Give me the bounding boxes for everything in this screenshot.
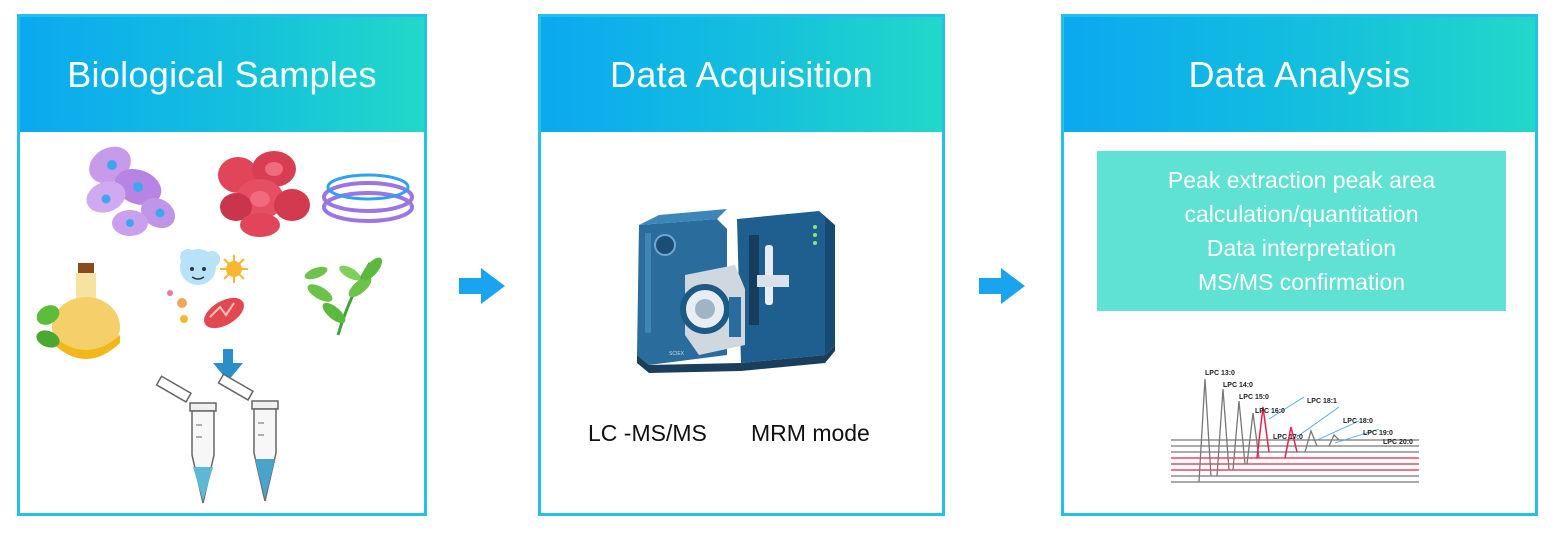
panel-title: Data Acquisition	[610, 53, 873, 95]
peak-label: LPC 13:0	[1205, 370, 1235, 377]
peak-label: LPC 17:0	[1273, 434, 1303, 441]
microtube-icon	[155, 373, 279, 504]
panel-title: Data Analysis	[1188, 53, 1411, 95]
samples-illustration	[36, 146, 414, 504]
down-arrow-icon	[213, 349, 243, 381]
mass-spectrometer-icon: SCIEX	[637, 209, 835, 373]
red-blood-cells-icon	[218, 151, 310, 237]
technique-label: LC -MS/MS	[588, 420, 707, 446]
right-arrow-icon	[979, 268, 1025, 304]
panel-biological-samples: Biological Samples	[17, 14, 427, 516]
analysis-step: calculation/quantitation	[1184, 201, 1419, 227]
peak-label: LPC 15:0	[1239, 394, 1269, 401]
analysis-step: Peak extraction peak area	[1167, 167, 1436, 193]
peak-label: LPC 14:0	[1223, 382, 1253, 389]
panel-title: Biological Samples	[67, 53, 377, 95]
svg-text:SCIEX: SCIEX	[669, 351, 685, 357]
panel-header: Biological Samples	[20, 17, 424, 132]
peak-label: LPC 18:0	[1343, 418, 1373, 425]
panel-data-acquisition: Data Acquisition SCIEX LC -MS/MS MRM mod…	[538, 14, 945, 516]
peak-label: LPC 19:0	[1363, 430, 1393, 437]
analysis-steps-box: Peak extraction peak area calculation/qu…	[1097, 151, 1506, 311]
cells-icon	[86, 146, 176, 236]
plant-icon	[304, 257, 383, 336]
mode-label: MRM mode	[751, 420, 870, 446]
panel-header: Data Analysis	[1064, 17, 1535, 132]
microbes-icon	[167, 249, 248, 329]
panel-header: Data Acquisition	[541, 17, 942, 132]
oil-bottle-icon	[36, 263, 120, 359]
petri-dish-icon	[322, 173, 414, 223]
right-arrow-icon	[459, 268, 505, 304]
analysis-step: MS/MS confirmation	[1197, 269, 1406, 295]
peak-label: LPC 20:0	[1383, 439, 1413, 446]
analysis-step: Data interpretation	[1206, 235, 1397, 261]
chromatogram-icon: LPC 13:0 LPC 14:0 LPC 15:0 LPC 16:0 LPC …	[1171, 370, 1419, 483]
panel-data-analysis: Data Analysis Peak extraction peak area …	[1061, 14, 1538, 516]
peak-label: LPC 18:1	[1307, 398, 1337, 405]
peak-label: LPC 16:0	[1255, 408, 1285, 415]
